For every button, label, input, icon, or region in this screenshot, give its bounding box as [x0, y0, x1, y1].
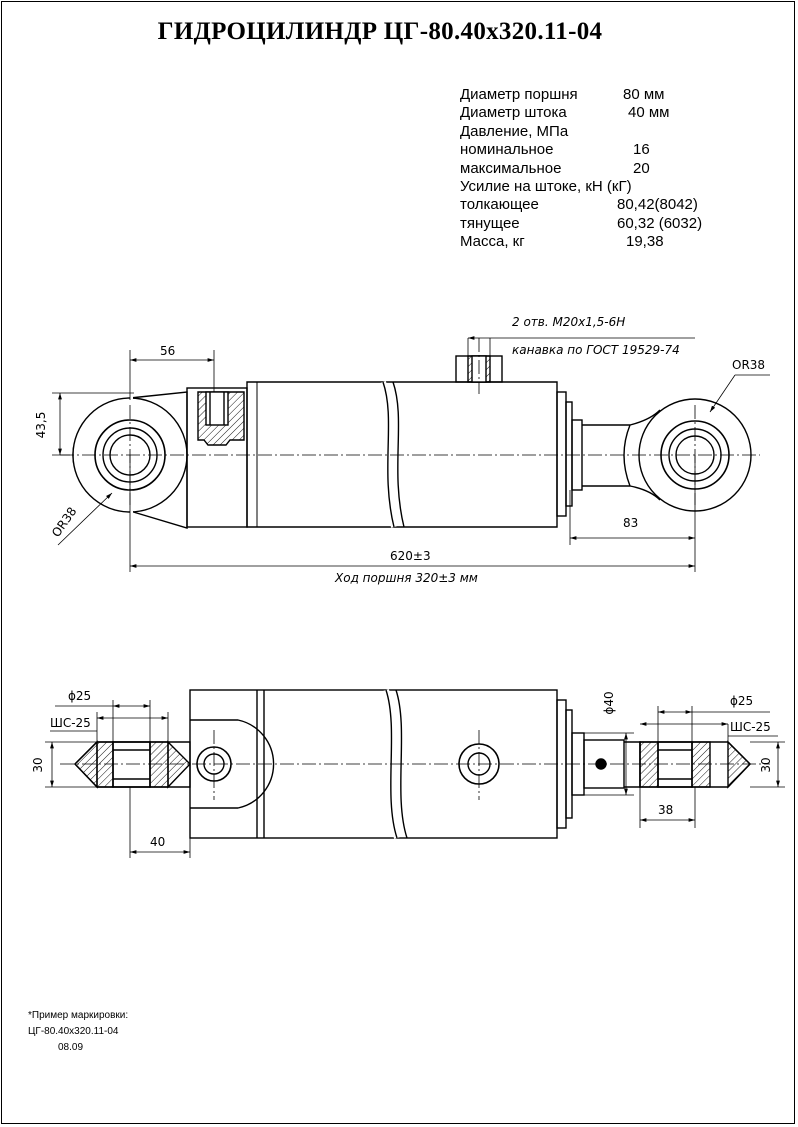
- dim-83: 83: [623, 516, 638, 530]
- dim-43-5: 43,5: [34, 412, 48, 439]
- marking-note: *Пример маркировки: ЦГ-80.40х320.11-04 0…: [28, 1008, 128, 1056]
- bearing-label-right: ШС-25: [730, 720, 771, 734]
- spec-label: тянущее: [460, 214, 520, 232]
- marking-note-title: *Пример маркировки:: [28, 1010, 129, 1021]
- dim-56: 56: [160, 344, 175, 358]
- spec-label: Масса, кг: [460, 233, 525, 251]
- left-eye-body: [129, 391, 188, 529]
- dim-dia-40: ϕ40: [602, 691, 616, 714]
- drawing-title: ГИДРОЦИЛИНДР ЦГ-80.40х320.11-04: [157, 18, 603, 45]
- dim-r38-left: ОR38: [49, 505, 79, 540]
- spec-value: 80,42(8042): [617, 196, 698, 214]
- marking-note-code: ЦГ-80.40х320.11-04: [28, 1026, 119, 1037]
- spec-value: 16: [633, 141, 650, 159]
- spec-value: 60,32 (6032): [617, 214, 703, 232]
- spec-value: 40 мм: [628, 104, 670, 122]
- spec-value: 80 мм: [623, 86, 665, 103]
- dim-dia-25-left: ϕ25: [68, 689, 91, 703]
- dim-40: 40: [150, 835, 165, 849]
- bottom-dimensions: [45, 700, 785, 858]
- rod-eye-neck: [582, 409, 661, 501]
- marking-note-date: 08.09: [58, 1042, 84, 1053]
- top-dimensions: [52, 336, 770, 572]
- dim-620: 620±3: [390, 549, 431, 563]
- spec-label: толкающее: [460, 196, 539, 214]
- spec-label: максимальное: [460, 159, 562, 177]
- spec-value: 20: [633, 159, 650, 177]
- bearing-label-left: ШС-25: [50, 716, 91, 730]
- spec-label: Усилие на штоке, кН (кГ): [460, 177, 632, 195]
- port-note-groove: канавка по ГОСТ 19529-74: [512, 343, 680, 357]
- dim-r38-right: ОR38: [732, 358, 765, 372]
- spec-label: Давление, МПа: [460, 122, 569, 140]
- dim-30-left: 30: [31, 757, 45, 772]
- dim-38: 38: [658, 803, 673, 817]
- bottom-view: [74, 689, 751, 839]
- spec-label: Диаметр поршня: [460, 86, 578, 103]
- top-view: [72, 355, 752, 529]
- cylinder-tube: [246, 381, 558, 528]
- base-lug: [190, 719, 275, 809]
- spec-label: номинальное: [460, 141, 554, 159]
- port-note-thread: 2 отв. М20х1,5-6Н: [512, 315, 625, 329]
- spec-label: Диаметр штока: [460, 104, 567, 122]
- dim-dia-25-right: ϕ25: [730, 694, 753, 708]
- stroke-label: Ход поршня 320±3 мм: [334, 571, 478, 585]
- dim-30-right: 30: [759, 757, 773, 772]
- spec-value: 19,38: [626, 233, 664, 251]
- gland-ring: [556, 391, 567, 517]
